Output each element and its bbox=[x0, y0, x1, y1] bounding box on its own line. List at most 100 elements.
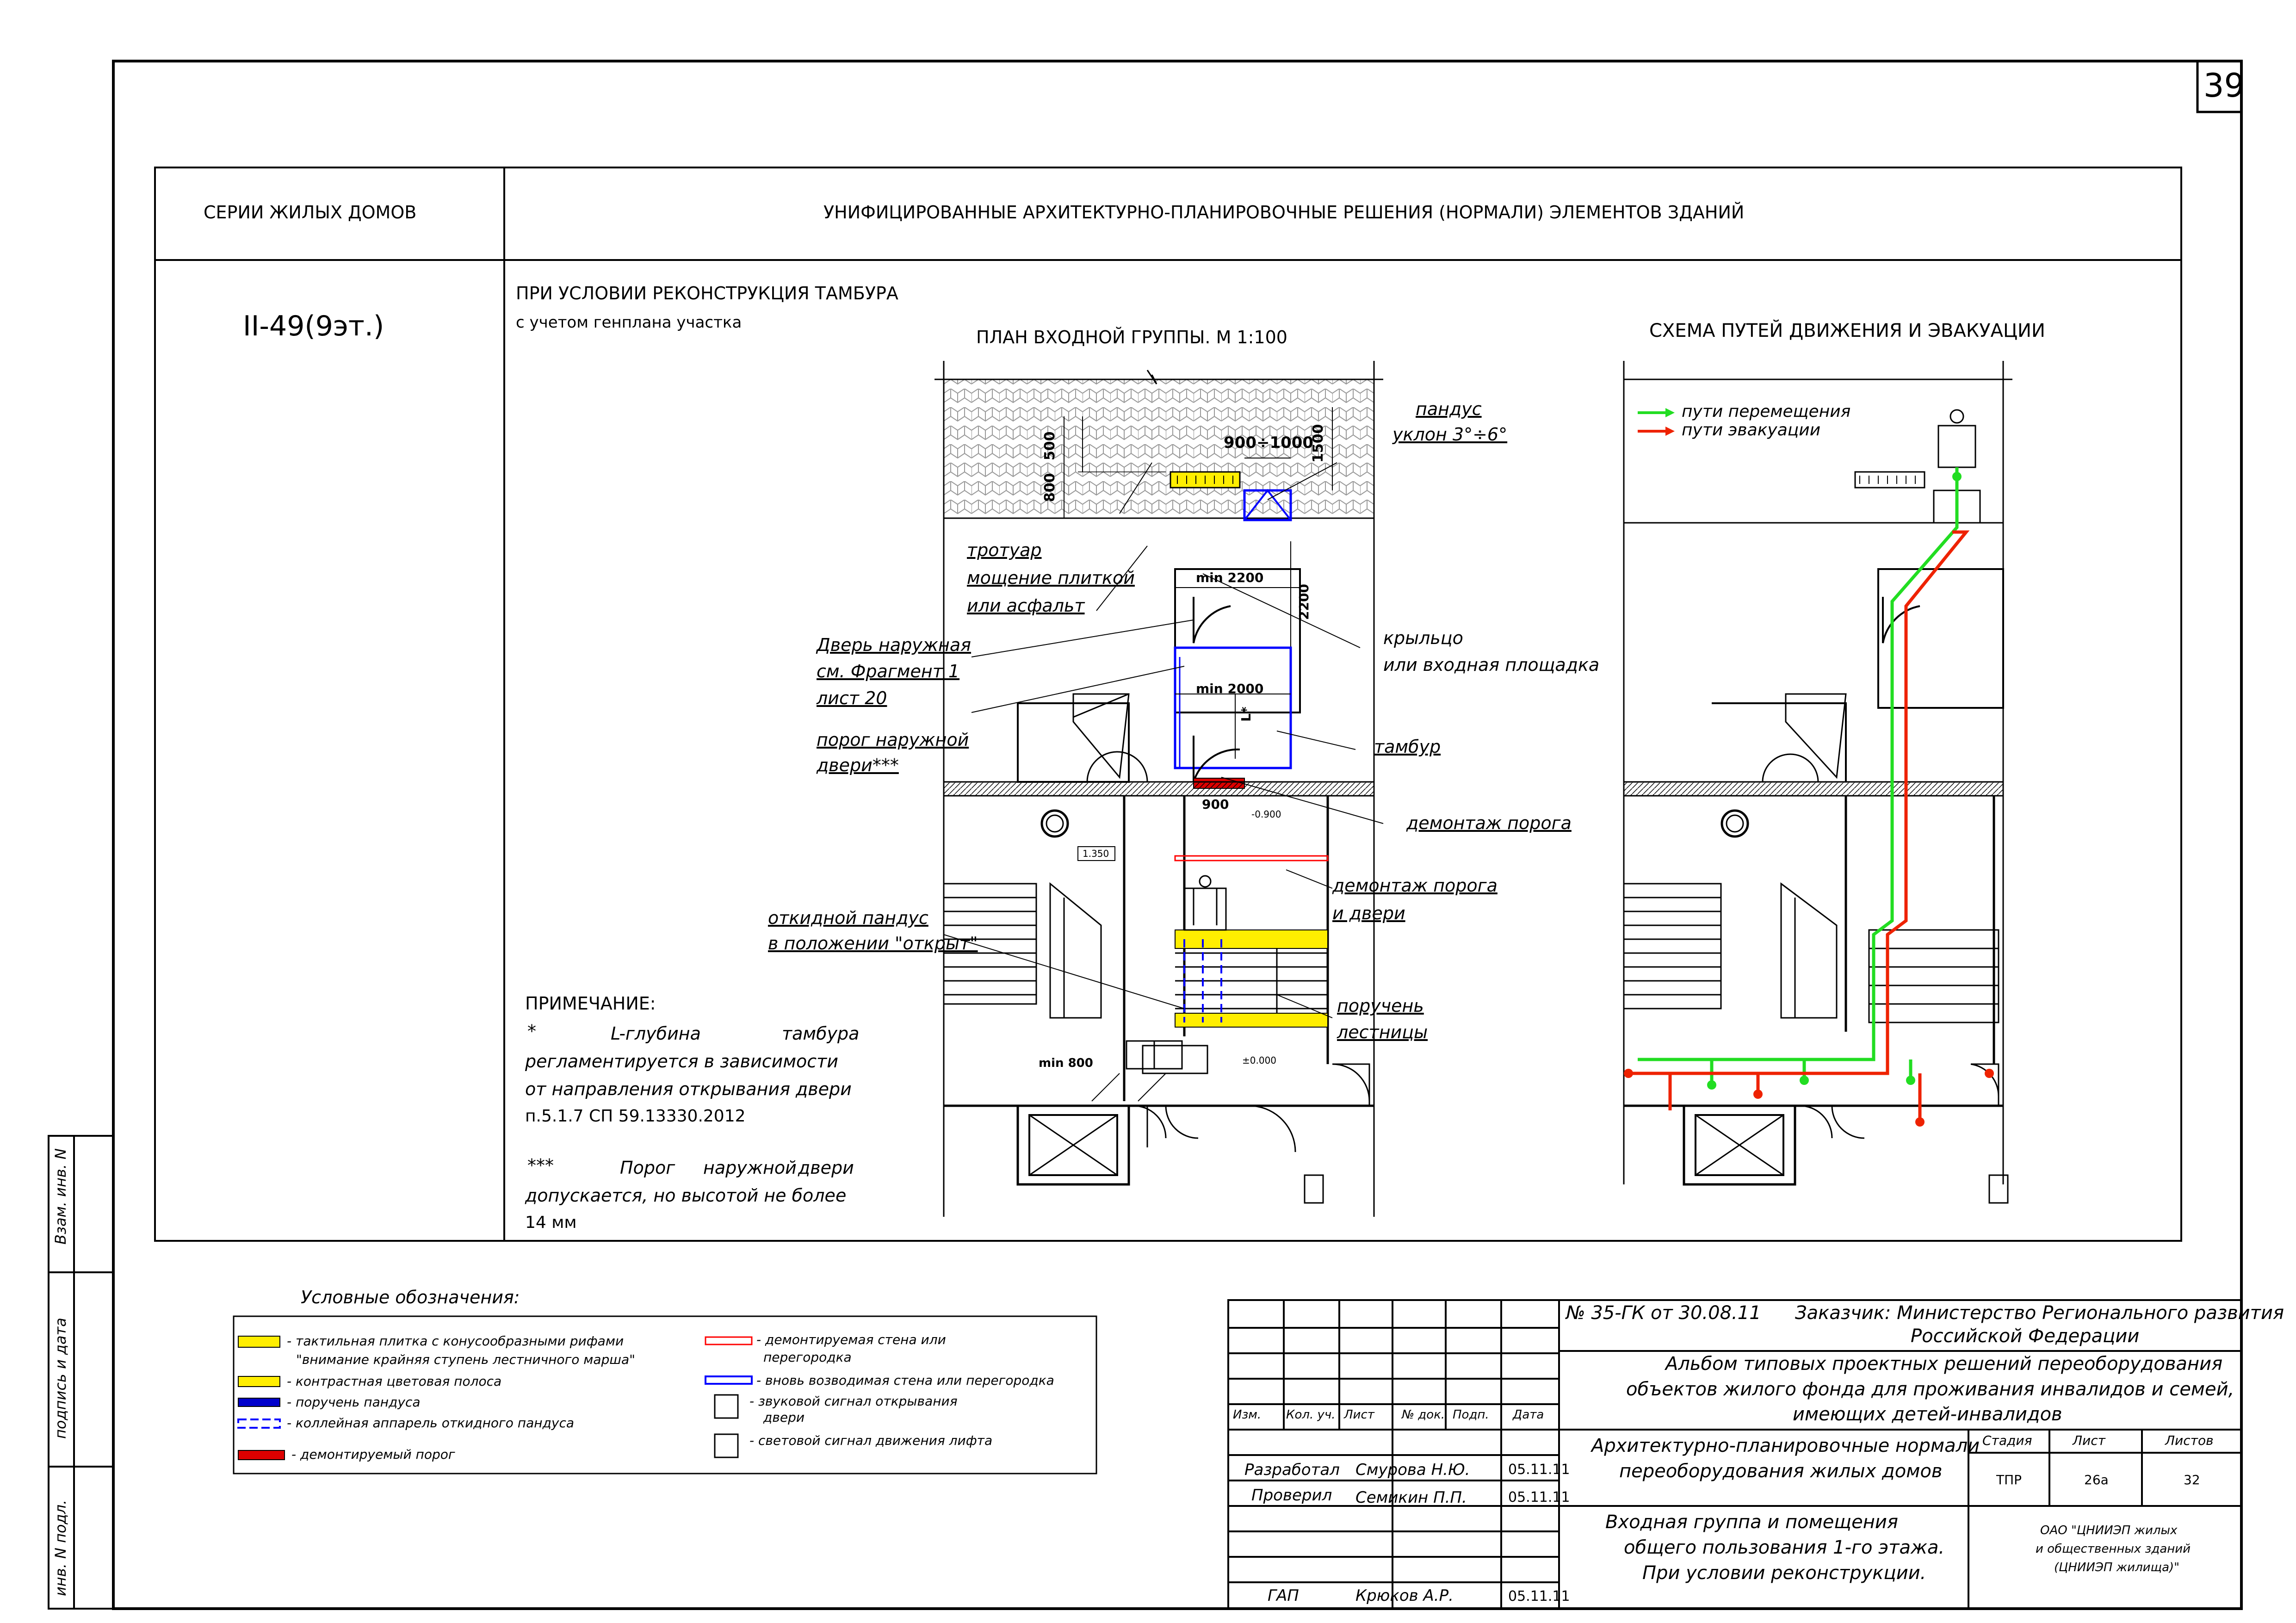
tb-album-1: Альбом типовых проектных решений переобо… bbox=[1665, 1353, 2223, 1375]
table-title: УНИФИЦИРОВАННЫЕ АРХИТЕКТУРНО-ПЛАНИРОВОЧН… bbox=[823, 202, 1745, 223]
legend-l1: "внимание крайняя ступень лестничного ма… bbox=[296, 1352, 636, 1367]
page-number: 39 bbox=[2203, 67, 2245, 105]
label-handrail-2: лестницы bbox=[1337, 1022, 1428, 1042]
tb-stage-label: Стадия bbox=[1982, 1433, 2032, 1448]
contrast-strip-bottom bbox=[1175, 1013, 1328, 1028]
label-folding-ramp-2: в положении "открыт" bbox=[768, 933, 978, 954]
page-frame bbox=[112, 60, 2243, 1610]
tb-col-list: Лист bbox=[1344, 1408, 1374, 1422]
series-value: II-49(9эт.) bbox=[243, 310, 384, 342]
label-demolish-door: демонтаж порога bbox=[1332, 875, 1498, 896]
label-demolish-threshold: демонтаж порога bbox=[1406, 813, 1572, 833]
contrast-strip-top bbox=[1175, 929, 1328, 949]
legend-r5: - световой сигнал движения лифта bbox=[749, 1433, 993, 1448]
label-ramp-slope: уклон 3°÷6° bbox=[1392, 424, 1508, 445]
evac-path bbox=[1628, 530, 1970, 1120]
tb-name-gap: Крюков А.Р. bbox=[1355, 1586, 1454, 1605]
tb-contract: № 35-ГК от 30.08.11 bbox=[1566, 1302, 1761, 1324]
tb-section-2: переоборудования жилых домов bbox=[1619, 1461, 1943, 1482]
condition-line1: ПРИ УСЛОВИИ РЕКОНСТРУКЦИЯ ТАМБУРА bbox=[516, 283, 898, 304]
dim-2200: 2200 bbox=[1296, 584, 1312, 620]
note-l6: допускается, но высотой не более bbox=[525, 1185, 847, 1206]
label-sidewalk-3: или асфальт bbox=[967, 595, 1085, 616]
legend-box bbox=[233, 1315, 1097, 1474]
wheelchair-icon-scheme bbox=[1937, 409, 1976, 468]
label-threshold-2: двери*** bbox=[817, 755, 899, 775]
label-ramp: пандус bbox=[1416, 399, 1482, 419]
label-threshold: порог наружной bbox=[817, 730, 969, 750]
condition-line2: с учетом генплана участка bbox=[516, 313, 742, 332]
tb-date-check: 05.11.11 bbox=[1508, 1489, 1570, 1505]
legend-l3: - поручень пандуса bbox=[287, 1394, 421, 1410]
scheme-title: СХЕМА ПУТЕЙ ДВИЖЕНИЯ И ЭВАКУАЦИИ bbox=[1649, 320, 2045, 341]
label-porch-2: или входная площадка bbox=[1383, 655, 1600, 675]
note-l7: 14 мм bbox=[525, 1213, 577, 1232]
label-tambour: тамбур bbox=[1374, 737, 1441, 757]
label-door-3: лист 20 bbox=[817, 688, 887, 708]
tb-sheets-label: Листов bbox=[2165, 1433, 2214, 1448]
note-title: ПРИМЕЧАНИЕ: bbox=[525, 993, 656, 1014]
label-folding-ramp: откидной пандус bbox=[768, 908, 928, 928]
tb-role-dev: Разработал bbox=[1244, 1461, 1340, 1479]
tb-org-1: ОАО "ЦНИИЭП жилых bbox=[2040, 1524, 2178, 1537]
legend-l0: - тактильная плитка с конусообразными ри… bbox=[287, 1333, 624, 1349]
note-l3: от направления открывания двери bbox=[525, 1079, 852, 1099]
dim-min2200: min 2200 bbox=[1196, 570, 1264, 585]
tb-name-dev: Смурова Н.Ю. bbox=[1355, 1461, 1470, 1479]
tb-sheet: 26а bbox=[2084, 1472, 2109, 1487]
legend-l2: - контрастная цветовая полоса bbox=[287, 1374, 502, 1389]
note-l1a: L-глубина bbox=[611, 1023, 701, 1044]
legend-l5: - демонтируемый порог bbox=[291, 1447, 455, 1462]
legend-r2: - вновь возводимая стена или перегородка bbox=[756, 1373, 1054, 1388]
legend-r0: - демонтируемая стена или bbox=[756, 1332, 946, 1347]
legend-l4: - коллейная аппарель откидного пандуса bbox=[287, 1415, 575, 1431]
dim-800: 800 bbox=[1042, 473, 1058, 502]
tb-col-date: Дата bbox=[1513, 1408, 1544, 1422]
legend-r4: двери bbox=[763, 1410, 805, 1425]
stamp-inv-replace: Взам. инв. N bbox=[52, 1148, 69, 1245]
level-1350: 1.350 bbox=[1083, 848, 1109, 859]
stamp-inv-orig: инв. N подл. bbox=[52, 1499, 69, 1596]
tb-org-3: (ЦНИИЭП жилища)" bbox=[2054, 1561, 2180, 1574]
tb-sheet-label: Лист bbox=[2073, 1433, 2105, 1448]
wheelchair-icon bbox=[1183, 875, 1227, 931]
tb-customer-2: Российской Федерации bbox=[1911, 1326, 2140, 1347]
dim-500: 500 bbox=[1042, 431, 1058, 460]
tb-name-check: Семикин П.П. bbox=[1355, 1488, 1467, 1507]
paving-area bbox=[944, 379, 1374, 518]
dim-900: 900 bbox=[1202, 797, 1229, 812]
label-demolish-door-2: и двери bbox=[1332, 903, 1405, 923]
tb-col-doc: № док. bbox=[1402, 1408, 1445, 1422]
legend-r1: перегородка bbox=[763, 1350, 852, 1365]
tb-org-2: и общественных зданий bbox=[2036, 1542, 2191, 1556]
note-l4: п.5.1.7 СП 59.13330.2012 bbox=[525, 1107, 746, 1126]
move-path bbox=[1638, 467, 1959, 1083]
label-door: Дверь наружная bbox=[817, 635, 972, 655]
note-star: * bbox=[527, 1021, 536, 1041]
dim-900-1000: 900÷1000 bbox=[1224, 434, 1314, 452]
note-l5b: наружной bbox=[703, 1158, 797, 1178]
label-sidewalk: тротуар bbox=[967, 540, 1042, 560]
tb-sheets: 32 bbox=[2184, 1472, 2200, 1487]
note-l5a: Порог bbox=[620, 1158, 675, 1178]
tb-stage: ТПР bbox=[1996, 1472, 2022, 1487]
side-stamp bbox=[48, 1135, 114, 1610]
tb-sheet-2: общего пользования 1-го этажа. bbox=[1624, 1537, 1945, 1558]
evacuation-scheme bbox=[1623, 361, 2012, 1204]
note-l2: регламентируется в зависимости bbox=[525, 1051, 839, 1072]
label-porch: крыльцо bbox=[1383, 628, 1463, 648]
tb-section-1: Архитектурно-планировочные нормали bbox=[1591, 1435, 1980, 1456]
tactile-strip bbox=[1170, 471, 1241, 489]
tb-date-gap: 05.11.11 bbox=[1508, 1588, 1570, 1604]
tb-col-sign: Подп. bbox=[1453, 1408, 1489, 1422]
tb-role-check: Проверил bbox=[1251, 1486, 1332, 1505]
dim-min800: min 800 bbox=[1039, 1056, 1093, 1070]
stamp-sign-date: подпись и дата bbox=[52, 1318, 69, 1439]
tb-col-izm: Изм. bbox=[1233, 1408, 1262, 1422]
label-handrail: поручень bbox=[1337, 996, 1424, 1016]
legend-title: Условные обозначения: bbox=[301, 1287, 520, 1307]
entrance-plan bbox=[934, 361, 1384, 1217]
tb-col-kol: Кол. уч. bbox=[1286, 1408, 1336, 1422]
level-0900: -0.900 bbox=[1251, 809, 1281, 820]
